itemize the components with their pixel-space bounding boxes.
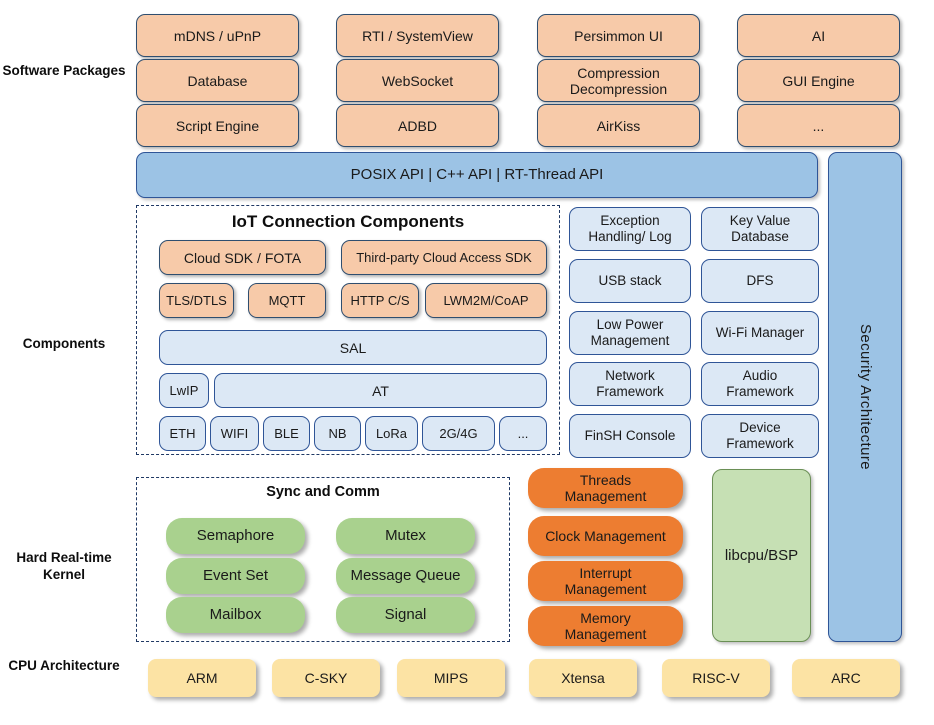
package-gui-engine[interactable]: GUI Engine	[737, 59, 900, 102]
cpu-risc-v[interactable]: RISC-V	[662, 659, 770, 697]
package-airkiss[interactable]: AirKiss	[537, 104, 700, 147]
package-rti-systemview[interactable]: RTI / SystemView	[336, 14, 499, 57]
package-websocket[interactable]: WebSocket	[336, 59, 499, 102]
iot-lora[interactable]: LoRa	[365, 416, 418, 451]
package-adbd[interactable]: ADBD	[336, 104, 499, 147]
row-label-software-packages: Software Packages	[2, 63, 126, 78]
iot-cloud-sdk-fota[interactable]: Cloud SDK / FOTA	[159, 240, 326, 275]
sync-signal[interactable]: Signal	[336, 597, 475, 633]
package-mdns-upnp[interactable]: mDNS / uPnP	[136, 14, 299, 57]
iot-tls-dtls[interactable]: TLS/DTLS	[159, 283, 234, 318]
sync-and-comm-group	[136, 477, 510, 642]
sync-mailbox[interactable]: Mailbox	[166, 597, 305, 633]
cpu-xtensa[interactable]: Xtensa	[529, 659, 637, 697]
api-bar[interactable]: POSIX API | C++ API | RT-Thread API	[136, 152, 818, 198]
iot-sal[interactable]: SAL	[159, 330, 547, 365]
row-label-hard-realtime-kernel: Hard Real-time Kernel	[16, 550, 112, 582]
sync-event-set[interactable]: Event Set	[166, 558, 305, 594]
iot-connection-components-group	[136, 205, 560, 455]
kernel-memory-management[interactable]: Memory Management	[528, 606, 683, 646]
kernel-clock-management[interactable]: Clock Management	[528, 516, 683, 556]
kernel-interrupt-management[interactable]: Interrupt Management	[528, 561, 683, 601]
libcpu-bsp[interactable]: libcpu/BSP	[712, 469, 811, 642]
iot-http-cs[interactable]: HTTP C/S	[341, 283, 419, 318]
cpu-arc[interactable]: ARC	[792, 659, 900, 697]
component-low-power-management[interactable]: Low Power Management	[569, 311, 691, 355]
sync-semaphore[interactable]: Semaphore	[166, 518, 305, 554]
cpu-mips[interactable]: MIPS	[397, 659, 505, 697]
iot-ble[interactable]: BLE	[263, 416, 310, 451]
component-device-framework[interactable]: Device Framework	[701, 414, 819, 458]
sync-message-queue[interactable]: Message Queue	[336, 558, 475, 594]
iot-mqtt[interactable]: MQTT	[248, 283, 326, 318]
iot-group-title: IoT Connection Components	[231, 212, 465, 231]
component-dfs[interactable]: DFS	[701, 259, 819, 303]
package-persimmon-ui[interactable]: Persimmon UI	[537, 14, 700, 57]
package-database[interactable]: Database	[136, 59, 299, 102]
component-wifi-manager[interactable]: Wi-Fi Manager	[701, 311, 819, 355]
component-audio-framework[interactable]: Audio Framework	[701, 362, 819, 406]
cpu-c-sky[interactable]: C-SKY	[272, 659, 380, 697]
row-label-components: Components	[22, 336, 106, 351]
iot-third-party-cloud-access-sdk[interactable]: Third-party Cloud Access SDK	[341, 240, 547, 275]
package-script-engine[interactable]: Script Engine	[136, 104, 299, 147]
row-label-cpu-architecture: CPU Architecture	[8, 658, 120, 673]
cpu-arm[interactable]: ARM	[148, 659, 256, 697]
iot-eth[interactable]: ETH	[159, 416, 206, 451]
component-network-framework[interactable]: Network Framework	[569, 362, 691, 406]
iot-lwip[interactable]: LwIP	[159, 373, 209, 408]
component-key-value-database[interactable]: Key Value Database	[701, 207, 819, 251]
package-ai[interactable]: AI	[737, 14, 900, 57]
iot-wifi[interactable]: WIFI	[210, 416, 259, 451]
component-finsh-console[interactable]: FinSH Console	[569, 414, 691, 458]
iot-nb[interactable]: NB	[314, 416, 361, 451]
iot-2g-4g[interactable]: 2G/4G	[422, 416, 495, 451]
security-architecture-column[interactable]: Security Architecture	[828, 152, 902, 642]
kernel-threads-management[interactable]: Threads Management	[528, 468, 683, 508]
sync-group-title: Sync and Comm	[266, 484, 380, 500]
iot-lwm2m-coap[interactable]: LWM2M/CoAP	[425, 283, 547, 318]
package-more[interactable]: ...	[737, 104, 900, 147]
iot-more[interactable]: ...	[499, 416, 547, 451]
package-compression-decompression[interactable]: Compression Decompression	[537, 59, 700, 102]
component-exception-handling-log[interactable]: Exception Handling/ Log	[569, 207, 691, 251]
component-usb-stack[interactable]: USB stack	[569, 259, 691, 303]
sync-mutex[interactable]: Mutex	[336, 518, 475, 554]
iot-at[interactable]: AT	[214, 373, 547, 408]
